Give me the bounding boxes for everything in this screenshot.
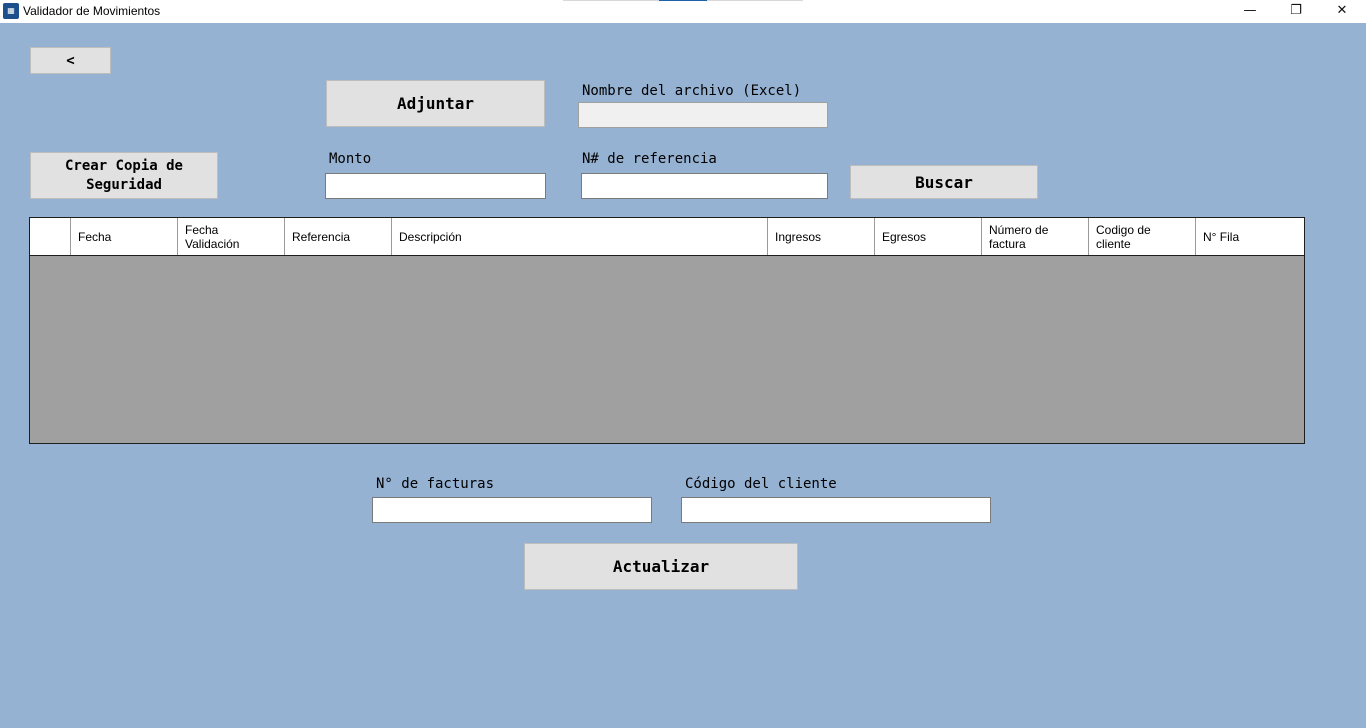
back-button[interactable]: < — [30, 47, 111, 74]
titlebar-accent-indicator — [659, 0, 707, 1]
backup-button-line2: Seguridad — [86, 176, 162, 193]
column-header-label: Ingresos — [775, 229, 822, 244]
window-title: Validador de Movimientos — [23, 4, 161, 18]
grid-row-header[interactable] — [30, 218, 71, 255]
grid-header: Fecha Fecha Validación Referencia Descri… — [30, 218, 1304, 256]
attach-button[interactable]: Adjuntar — [326, 80, 545, 127]
column-header-label: Validación — [185, 236, 240, 251]
update-button[interactable]: Actualizar — [524, 543, 798, 590]
filename-label: Nombre del archivo (Excel) — [582, 83, 802, 99]
minimize-button[interactable]: — — [1243, 3, 1257, 18]
app-icon: ▦ — [3, 3, 19, 19]
column-header-referencia[interactable]: Referencia — [285, 218, 392, 255]
backup-button-line1: Crear Copia de — [64, 157, 183, 174]
maximize-button[interactable]: ❐ — [1290, 3, 1302, 18]
column-header-label: factura — [989, 236, 1026, 251]
column-header-codigo-cliente[interactable]: Codigo de cliente — [1089, 218, 1196, 255]
column-header-label: Referencia — [292, 229, 351, 244]
title-bar: ▦ Validador de Movimientos — ❐ ✕ — [0, 0, 1366, 23]
column-header-fecha-validacion[interactable]: Fecha Validación — [178, 218, 285, 255]
search-button[interactable]: Buscar — [850, 165, 1038, 199]
titlebar-decoration — [707, 0, 803, 1]
column-header-label: Fecha — [185, 222, 219, 237]
filename-field[interactable] — [578, 102, 828, 128]
column-header-label: Codigo de — [1096, 222, 1151, 237]
column-header-numero-fila[interactable]: N° Fila — [1196, 218, 1304, 255]
column-header-label: Fecha — [78, 229, 112, 244]
column-header-label: N° Fila — [1203, 229, 1240, 244]
invoices-label: N° de facturas — [376, 476, 495, 492]
reference-input[interactable] — [581, 173, 828, 199]
column-header-descripcion[interactable]: Descripción — [392, 218, 768, 255]
column-header-label: Número de — [989, 222, 1049, 237]
reference-label: N# de referencia — [582, 151, 717, 167]
column-header-egresos[interactable]: Egresos — [875, 218, 982, 255]
client-code-label: Código del cliente — [685, 476, 837, 492]
invoices-input[interactable] — [372, 497, 652, 523]
backup-button[interactable]: Crear Copia de Seguridad — [30, 152, 218, 199]
client-code-input[interactable] — [681, 497, 991, 523]
column-header-fecha[interactable]: Fecha — [71, 218, 178, 255]
column-header-label: cliente — [1096, 236, 1131, 251]
column-header-numero-factura[interactable]: Número de factura — [982, 218, 1089, 255]
column-header-label: Egresos — [882, 229, 927, 244]
amount-label: Monto — [329, 151, 372, 167]
amount-input[interactable] — [325, 173, 546, 199]
close-button[interactable]: ✕ — [1336, 3, 1348, 18]
column-header-ingresos[interactable]: Ingresos — [768, 218, 875, 255]
movements-grid[interactable]: Fecha Fecha Validación Referencia Descri… — [29, 217, 1305, 444]
column-header-label: Descripción — [399, 229, 462, 244]
titlebar-decoration — [563, 0, 659, 1]
